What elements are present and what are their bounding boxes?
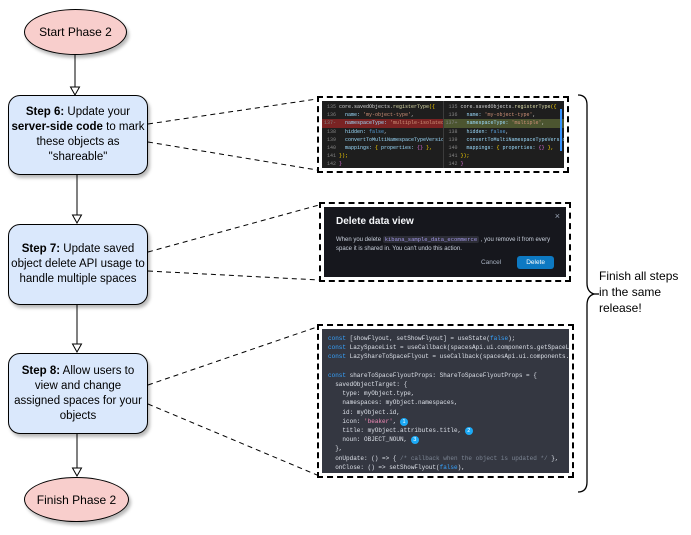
flyout-code-block: const [showFlyout, setShowFlyout] = useS… [322,329,569,473]
modal-body-post: , you remove it from every space it is s… [336,237,551,252]
step8-label: Step 8: Allow users to view and change a… [14,364,142,422]
close-icon[interactable]: × [554,211,560,221]
scrollbar-indicator [560,109,562,151]
curly-brace [577,94,599,493]
arrowhead-icon [71,343,83,354]
step6-label: Step 6: Update your server-side code to … [11,106,145,163]
arrowhead-icon [71,214,83,225]
modal-screenshot-panel: × Delete data view When you delete kiban… [319,202,571,282]
leader-step8-bottom [147,403,318,476]
finish-node: Finish Phase 2 [24,477,129,522]
code-screenshot-panel: const [showFlyout, setShowFlyout] = useS… [317,324,574,478]
leader-step8-top [147,326,318,386]
arrowhead-icon [69,86,81,97]
leader-step6-bottom [147,141,318,171]
leader-step7-top [147,204,320,253]
step8-node: Step 8: Allow users to view and change a… [8,353,148,434]
leader-step7-bottom [147,270,320,281]
leader-step6-top [147,98,318,125]
start-node-label: Start Phase 2 [39,25,112,39]
finish-node-label: Finish Phase 2 [36,492,117,507]
step6-node: Step 6: Update your server-side code to … [8,95,148,175]
delete-button[interactable]: Delete [517,256,554,269]
arrowhead-icon [71,467,83,478]
modal-title: Delete data view [336,216,414,227]
side-note: Finish all steps in the same release! [599,269,679,315]
step7-label: Step 7: Update saved object delete API u… [11,243,145,285]
data-view-name-badge: kibana_sample_data_ecommerce [382,236,480,243]
callout-leaders [147,98,320,476]
start-node: Start Phase 2 [24,9,127,55]
delete-data-view-modal: × Delete data view When you delete kiban… [324,207,566,277]
modal-body-pre: When you delete [336,237,383,243]
cancel-button[interactable]: Cancel [475,258,507,267]
modal-body: When you delete kibana_sample_data_ecomm… [336,235,564,254]
modal-actions: Cancel Delete [475,256,554,269]
step7-node: Step 7: Update saved object delete API u… [8,224,148,305]
